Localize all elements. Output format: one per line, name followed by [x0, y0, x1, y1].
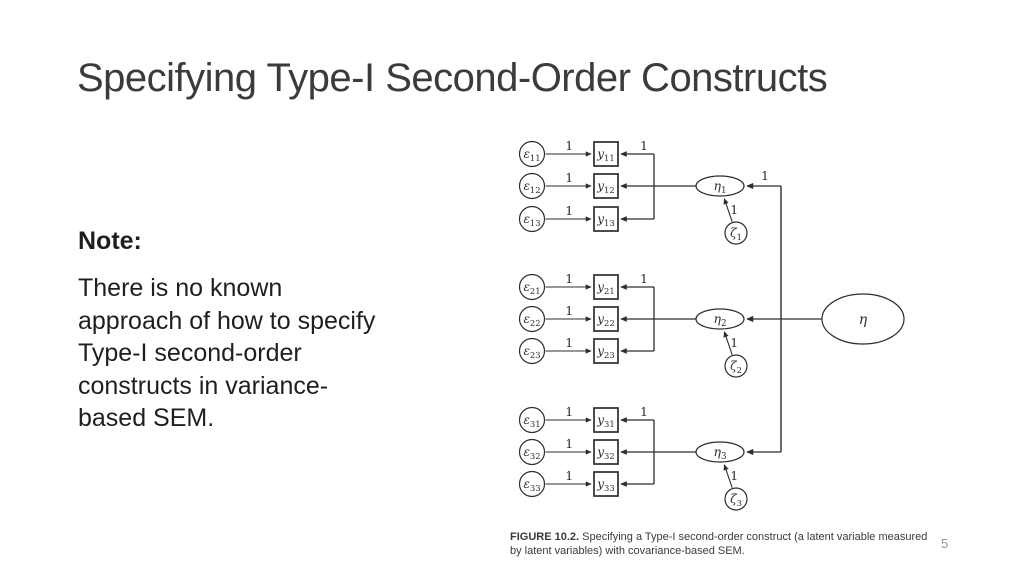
epsilon-loading-label: 1 — [565, 404, 573, 419]
eta-label: η1 — [713, 178, 726, 196]
figure-caption-label: FIGURE 10.2. — [510, 531, 580, 543]
indicator-label: y32 — [596, 445, 614, 461]
zeta-loading-label: 1 — [730, 468, 738, 483]
epsilon-label: ε33 — [523, 477, 540, 493]
epsilon-node — [518, 438, 546, 466]
epsilon-node — [518, 305, 546, 333]
indicator-box — [593, 274, 619, 300]
epsilon-node — [518, 337, 546, 365]
page-title: Specifying Type-I Second-Order Construct… — [77, 56, 828, 100]
note-line: Type-I second-order — [78, 339, 302, 367]
epsilon-node — [518, 470, 546, 498]
eta-label: η3 — [713, 444, 726, 462]
epsilon-loading-label: 1 — [565, 335, 573, 350]
second-order-eta-label: η — [859, 312, 868, 328]
second-order-loading-label: 1 — [761, 168, 769, 183]
epsilon-node — [518, 140, 546, 168]
zeta-arrow — [723, 464, 733, 488]
zeta-label: ζ2 — [730, 359, 742, 375]
epsilon-loading-label: 1 — [565, 138, 573, 153]
indicator-label: y11 — [596, 147, 614, 163]
figure-caption: FIGURE 10.2. Specifying a Type-I second-… — [510, 530, 940, 558]
eta-node — [695, 308, 745, 330]
zeta-node — [724, 354, 748, 378]
indicator-box — [593, 306, 619, 332]
note-heading: Note: — [78, 227, 142, 255]
page-number: 5 — [941, 536, 949, 551]
indicator-box — [593, 338, 619, 364]
epsilon-node — [518, 172, 546, 200]
zeta-node — [724, 487, 748, 511]
indicator-label: y13 — [596, 212, 614, 228]
epsilon-loading-label: 1 — [565, 203, 573, 218]
indicator-label: y33 — [596, 477, 614, 493]
indicator-box — [593, 407, 619, 433]
epsilon-label: ε32 — [523, 445, 540, 461]
zeta-arrow — [723, 198, 733, 222]
epsilon-label: ε23 — [523, 344, 540, 360]
epsilon-label: ε22 — [523, 312, 540, 328]
indicator-label: y21 — [596, 280, 614, 296]
indicator-box — [593, 471, 619, 497]
epsilon-loading-label: 1 — [565, 303, 573, 318]
eta-label: η2 — [713, 311, 726, 329]
epsilon-loading-label: 1 — [565, 170, 573, 185]
zeta-arrow — [723, 331, 733, 355]
epsilon-loading-label: 1 — [565, 468, 573, 483]
epsilon-node — [518, 273, 546, 301]
zeta-label: ζ1 — [730, 226, 742, 242]
zeta-loading-label: 1 — [730, 202, 738, 217]
note-line: based SEM. — [78, 404, 215, 432]
note-line: approach of how to specify — [78, 306, 376, 335]
zeta-loading-label: 1 — [730, 335, 738, 350]
epsilon-label: ε31 — [523, 413, 540, 429]
indicator-box — [593, 173, 619, 199]
epsilon-label: ε21 — [523, 280, 540, 296]
note-line: constructs in variance- — [78, 371, 329, 400]
eta-node — [695, 441, 745, 463]
epsilon-node — [518, 406, 546, 434]
indicator-box — [593, 141, 619, 167]
second-order-eta-node — [821, 293, 905, 345]
indicator-label: y12 — [596, 179, 614, 195]
epsilon-loading-label: 1 — [565, 436, 573, 451]
note-block: Note: There is no known approach of how … — [78, 225, 375, 435]
indicator-box — [593, 206, 619, 232]
indicator-loading-label: 1 — [640, 271, 648, 286]
epsilon-label: ε13 — [523, 212, 540, 228]
epsilon-node — [518, 205, 546, 233]
indicator-label: y22 — [596, 312, 614, 328]
indicator-loading-label: 1 — [640, 404, 648, 419]
indicator-box — [593, 439, 619, 465]
indicator-label: y23 — [596, 344, 614, 360]
indicator-loading-label: 1 — [640, 138, 648, 153]
zeta-node — [724, 221, 748, 245]
epsilon-label: ε11 — [523, 147, 540, 163]
note-line: There is no known — [78, 274, 283, 302]
indicator-label: y31 — [596, 413, 614, 429]
eta-node — [695, 175, 745, 197]
zeta-label: ζ3 — [730, 492, 742, 508]
epsilon-label: ε12 — [523, 179, 540, 195]
figure-caption-text: Specifying a Type-I second-order constru… — [510, 531, 928, 557]
epsilon-loading-label: 1 — [565, 271, 573, 286]
